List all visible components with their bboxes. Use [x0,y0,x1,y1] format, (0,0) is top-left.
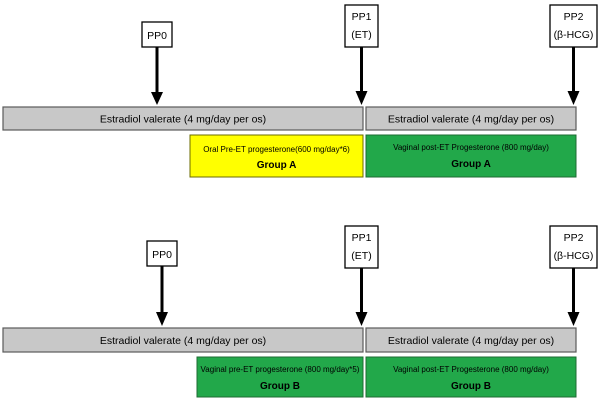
pp2-sublabel-b: (β-HCG) [554,250,594,262]
pp2-label-a: PP2 [564,11,584,23]
panel-group-a: PP0 PP1 (ET) PP2 (β-HCG) Estradiol valer… [2,4,598,178]
estradiol-bar-right-a [365,106,577,131]
pp0-arrowhead-b [156,312,168,326]
group-label-left-a: Group A [257,160,297,171]
estradiol-bar-right-label-a: Estradiol valerate (4 mg/day per os) [388,114,554,126]
treatment-label-left-a: Oral Pre-ET progesterone(600 mg/day*6) [203,145,350,154]
pp1-label-b: PP1 [352,232,372,244]
pp0-arrowhead-a [151,92,163,105]
panel-group-b: PP0 PP1 (ET) PP2 (β-HCG) Estradiol valer… [2,225,598,398]
pp2-box-b [549,225,598,269]
pp0-label-a: PP0 [147,30,167,42]
treatment-box-left-a [189,134,364,178]
group-label-right-a: Group A [451,159,491,170]
pp2-box-a [549,4,598,48]
pp1-sublabel-b: (ET) [351,250,371,262]
pp2-label-b: PP2 [564,232,584,244]
pp1-arrowhead-a [355,91,368,105]
treatment-label-right-b: Vaginal post-ET Progesterone (800 mg/day… [393,365,549,374]
pp2-arrowhead-a [567,91,580,105]
estradiol-bar-left-label-b: Estradiol valerate (4 mg/day per os) [100,335,266,347]
pp0-label-b: PP0 [152,249,172,261]
pp1-sublabel-a: (ET) [351,29,371,41]
estradiol-bar-right-b [365,327,577,353]
treatment-box-left-b [196,356,364,398]
group-label-left-b: Group B [260,381,300,392]
estradiol-bar-left-label-a: Estradiol valerate (4 mg/day per os) [100,114,266,126]
pp1-box-b [344,225,379,269]
treatment-box-right-a [365,134,577,178]
group-label-right-b: Group B [451,381,491,392]
estradiol-bar-right-label-b: Estradiol valerate (4 mg/day per os) [388,335,554,347]
treatment-label-left-b: Vaginal pre-ET progesterone (800 mg/day*… [201,365,360,374]
pp1-box-a [344,4,379,48]
treatment-box-right-b [365,356,577,398]
treatment-label-right-a: Vaginal post-ET Progesterone (800 mg/day… [393,143,549,152]
estradiol-bar-left-a [2,106,364,131]
pp1-arrowhead-b [355,312,368,326]
pp2-sublabel-a: (β-HCG) [554,29,594,41]
pp2-arrowhead-b [567,312,580,326]
pp1-label-a: PP1 [352,11,372,23]
estradiol-bar-left-b [2,327,364,353]
